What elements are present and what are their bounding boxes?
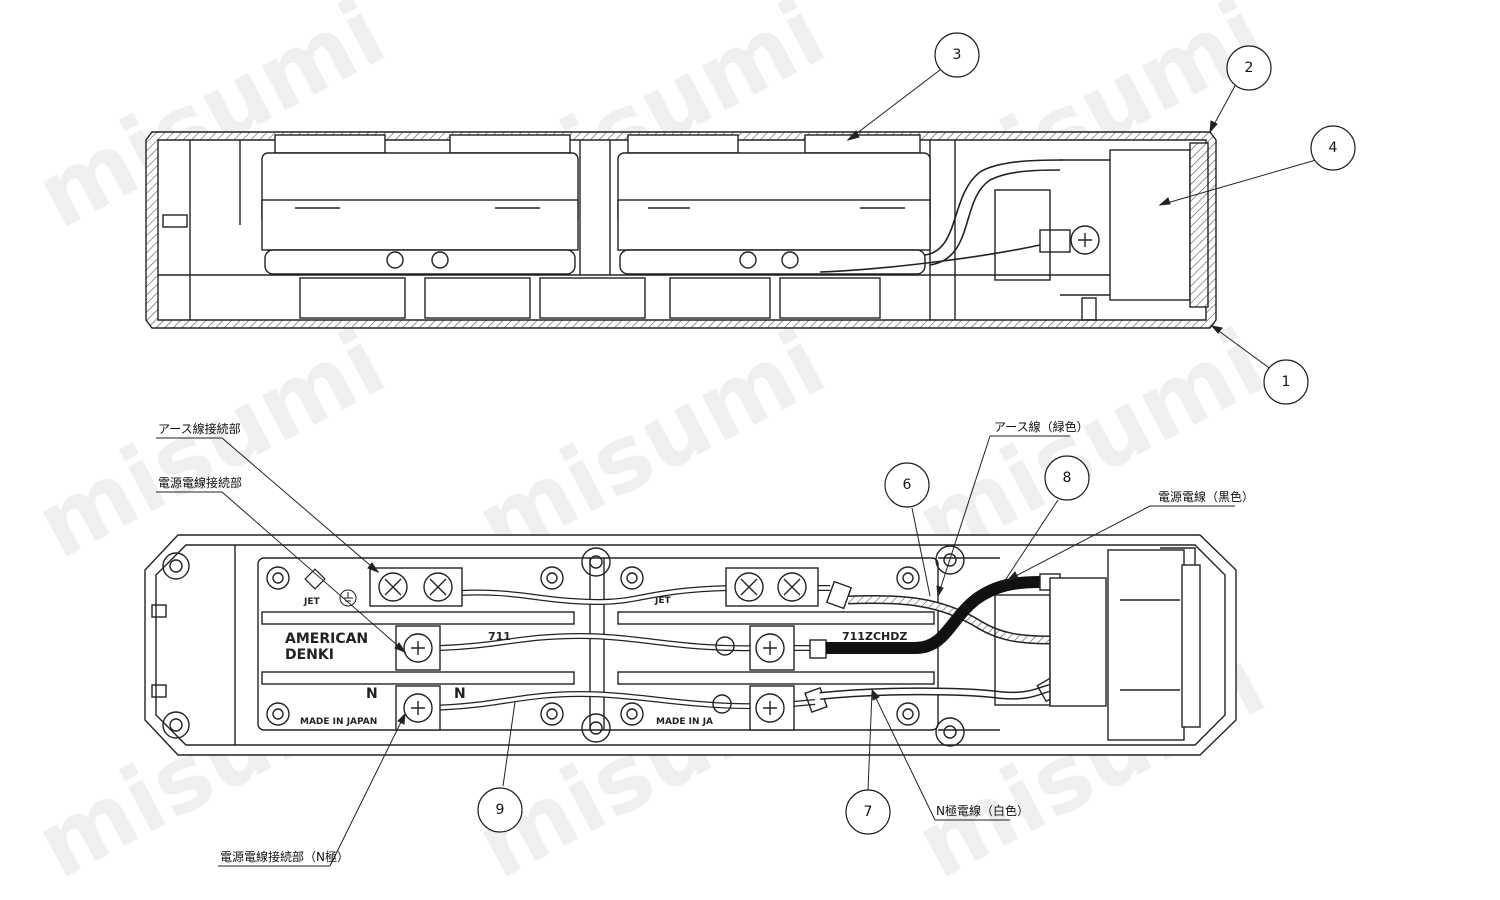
power-wire-label: 電源電線（黒色） <box>1158 489 1254 504</box>
jet-mark: JET <box>303 568 326 607</box>
top-leaders <box>846 69 1317 371</box>
callout-2: 2 <box>1226 45 1272 91</box>
pole-n-label: N <box>366 686 378 702</box>
power-connection-label: 電源電線接続部 <box>158 475 242 490</box>
n-wire-label: N極電線（白色） <box>936 803 1029 818</box>
earth-connection-label: アース線接続部 <box>158 421 241 436</box>
callout-1: 1 <box>1263 359 1309 405</box>
top-sectional-view <box>145 131 1217 329</box>
callout-number: 3 <box>953 47 962 63</box>
pole-n-label: N <box>454 686 466 702</box>
model-number: 711ZCHDZ <box>842 630 907 643</box>
earth-symbol-icon <box>339 589 357 607</box>
terminal-screws <box>369 567 819 731</box>
jet-label: JET <box>303 597 320 607</box>
callout-number: 6 <box>903 477 912 493</box>
model-partial: 711 <box>488 630 511 643</box>
callout-3: 3 <box>934 32 980 78</box>
callout-8: 8 <box>1044 455 1090 501</box>
made-in-japan-partial: MADE IN JA <box>656 717 713 727</box>
bottom-leaders <box>156 435 1235 867</box>
callout-9: 9 <box>477 787 523 833</box>
callout-number: 4 <box>1329 140 1338 156</box>
bottom-stamps: JET JET AMERICAN DENKI 711 711ZCHDZ N N … <box>285 568 907 727</box>
made-in-japan: MADE IN JAPAN <box>300 717 377 727</box>
bottom-inside-view <box>144 534 1237 756</box>
callout-number: 9 <box>496 802 505 818</box>
callout-4: 4 <box>1310 125 1356 171</box>
bottom-labels: アース線接続部 電源電線接続部 電源電線接続部（N極） アース線（緑色） 電源電… <box>158 419 1254 864</box>
brand-line2: DENKI <box>285 647 334 663</box>
brand-line1: AMERICAN <box>285 631 368 647</box>
jet-label: JET <box>654 596 671 606</box>
callout-number: 1 <box>1282 374 1291 390</box>
callout-number: 7 <box>864 804 873 820</box>
power-connection-n-label: 電源電線接続部（N極） <box>220 849 349 864</box>
callout-number: 2 <box>1245 60 1254 76</box>
callout-7: 7 <box>845 789 891 835</box>
callout-6: 6 <box>884 462 930 508</box>
earth-wire-label: アース線（緑色） <box>994 419 1089 434</box>
callout-number: 8 <box>1063 470 1072 486</box>
